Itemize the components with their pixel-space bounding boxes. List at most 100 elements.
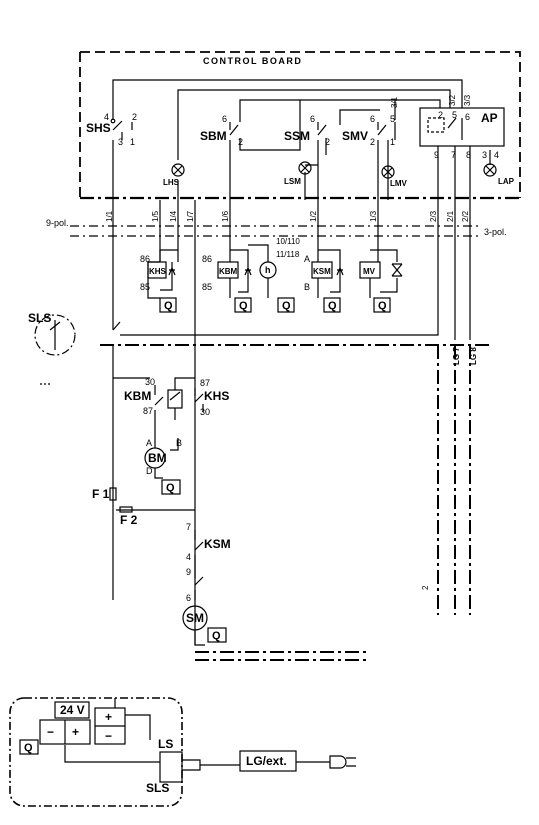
relay-kbm-pin: 86 [202, 254, 212, 264]
lamp-lsm [298, 161, 312, 175]
connector-pin: 1/2 [309, 210, 318, 222]
power-box-frame [9, 697, 183, 807]
shs-pin: 3 [118, 137, 123, 147]
khs-power-pin: 30 [200, 407, 210, 417]
ls-label: LS [158, 737, 173, 751]
ap-pin: 3 [482, 150, 487, 160]
ap-pin: 6 [465, 112, 470, 122]
kbm-power-pin: 30 [145, 377, 155, 387]
nine-pol-label: 9-pol. [46, 218, 69, 228]
shs-pin: 2 [132, 112, 137, 122]
control-board-title: CONTROL BOARD [203, 56, 302, 66]
battery-minus: − [47, 725, 54, 739]
sbm-pin: 2 [238, 137, 243, 147]
shs-pin: 4 [104, 112, 109, 122]
smv-label: SMV [342, 129, 368, 143]
smv-pin: 6 [370, 114, 375, 124]
khs-power-label: KHS [204, 389, 229, 403]
cable-marker-2: 2 [421, 585, 430, 590]
ground-q: Q [328, 300, 337, 312]
hour-meter-label: h [265, 265, 271, 275]
fuse-f1 [109, 487, 117, 501]
khs-power-pin: 87 [200, 378, 210, 388]
ap-box [419, 107, 505, 210]
relay-kbm-pin: 85 [202, 282, 212, 292]
ground-q: Q [24, 742, 33, 754]
lamp-lhs-label: LHS [163, 178, 180, 187]
connector-pin: 2/1 [446, 210, 455, 222]
lamp-lsm-label: LSM [284, 177, 301, 186]
shs-pin: 1 [130, 137, 135, 147]
sbm-switch [229, 122, 301, 230]
kbm-power-relay [113, 377, 195, 440]
ground-q: Q [166, 482, 175, 494]
battery [39, 701, 91, 745]
ssm-switch [317, 122, 327, 230]
smv-pin: 5 [390, 114, 395, 124]
battery-2-minus: − [105, 729, 112, 743]
connector-pin: 2/2 [461, 210, 470, 222]
valve-mv [359, 249, 403, 313]
ground-q: Q [378, 300, 387, 312]
ksm-power-label: KSM [204, 537, 231, 551]
ksm-power-pin: 4 [186, 552, 191, 562]
motor-bm-pin: D [146, 466, 153, 476]
lamp-lmv-label: LMV [390, 179, 408, 188]
ap-pin: 4 [494, 150, 499, 160]
fuse-f1-label: F 1 [92, 487, 110, 501]
ground-q: Q [239, 300, 248, 312]
relay-ksm-label: KSM [313, 267, 331, 276]
hour-meter-code: 11/118 [276, 250, 300, 259]
smv-pin: 2 [370, 137, 375, 147]
voltage-label: 24 V [60, 703, 85, 717]
ssm-label: SSM [284, 129, 310, 143]
ap-top-pin: 3/1 [390, 96, 399, 108]
ap-pin: 2 [438, 110, 443, 120]
ap-top-pin: 3/2 [448, 94, 457, 106]
relay-ksm-pin: B [304, 282, 310, 292]
connector-pin: 1/6 [221, 210, 230, 222]
hour-meter-h [248, 244, 295, 313]
motor-bm-pin: B [176, 438, 182, 448]
shs-label: SHS [86, 121, 111, 135]
ap-pin: 8 [466, 150, 471, 160]
charger-label: LG/ext. [246, 754, 287, 768]
ksm-power-switch [194, 530, 204, 600]
lamp-lmv [381, 165, 395, 179]
kbm-power-pin: 87 [143, 406, 153, 416]
control-board-frame [79, 51, 521, 200]
ground-q: Q [164, 300, 173, 312]
motor-sm-pin: 6 [186, 593, 191, 603]
connector-pin: 1/7 [186, 210, 195, 222]
sbm-pin: 6 [222, 114, 227, 124]
connector-9pol [70, 225, 420, 237]
smv-switch [377, 122, 396, 230]
charger-lg-ext [239, 750, 356, 772]
motor-sm-label: SM [186, 611, 204, 625]
fuse-f2-label: F 2 [120, 513, 138, 527]
sls-switch [34, 314, 76, 385]
battery-2-plus: + [105, 710, 112, 724]
ksm-power-pin: 9 [186, 567, 191, 577]
power-sls-label: SLS [146, 781, 169, 795]
valve-mv-label: MV [363, 267, 376, 276]
battery-plus: + [72, 725, 79, 739]
cable-lg7: LG 7 [452, 347, 461, 365]
ssm-pin: 6 [310, 114, 315, 124]
lamp-lap-label: LAP [498, 177, 515, 186]
motor-bm-label: BM [148, 451, 167, 465]
ap-pin: 9 [434, 150, 439, 160]
lamp-lhs [171, 163, 185, 177]
ground-q: Q [212, 630, 221, 642]
connector-3pol [425, 225, 478, 237]
lamp-lap [483, 163, 497, 177]
ground-q: Q [282, 300, 291, 312]
cable-lg8: LG 8 [469, 347, 478, 365]
ssm-pin: 2 [325, 137, 330, 147]
relay-ksm [311, 249, 344, 313]
relay-kbm [217, 249, 252, 313]
ap-label: AP [481, 111, 498, 125]
khs-power-relay [194, 388, 204, 412]
kbm-power-label: KBM [124, 389, 151, 403]
